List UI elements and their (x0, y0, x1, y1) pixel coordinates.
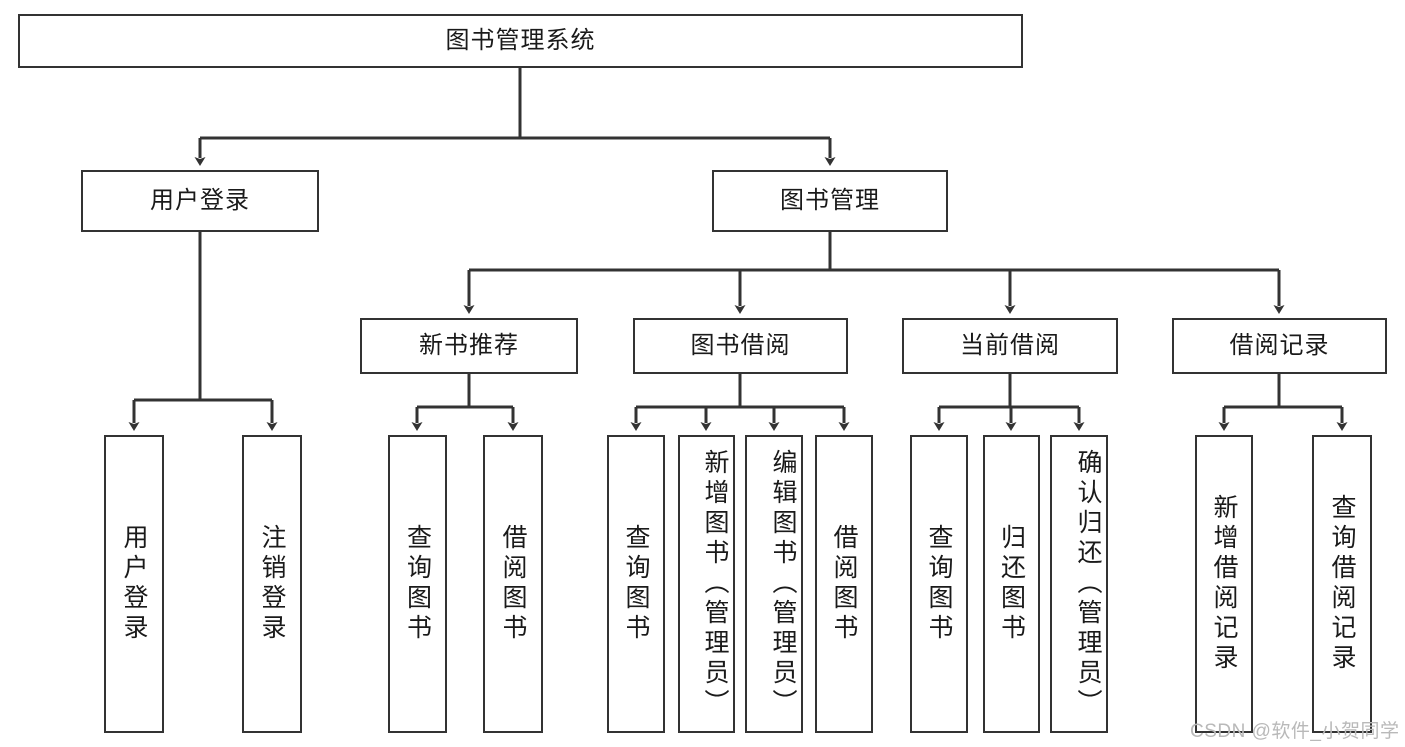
node-label: 查询图书 (403, 524, 432, 644)
node-user-login[interactable]: 用户登录 (81, 170, 319, 232)
node-leaf-query-book-3[interactable]: 查询图书 (910, 435, 968, 733)
node-new-book-recommend[interactable]: 新书推荐 (360, 318, 578, 374)
node-leaf-add-borrow-record[interactable]: 新增借阅记录 (1195, 435, 1253, 733)
node-leaf-user-login[interactable]: 用户登录 (104, 435, 164, 733)
node-label: 新增借阅记录 (1210, 494, 1238, 674)
node-label: 新增图书（管理员） (701, 449, 729, 719)
node-leaf-add-book-admin[interactable]: 新增图书（管理员） (678, 435, 735, 733)
node-label: 借阅图书 (499, 524, 527, 644)
node-leaf-query-book-1[interactable]: 查询图书 (388, 435, 447, 733)
node-book-management[interactable]: 图书管理 (712, 170, 948, 232)
node-leaf-return-book[interactable]: 归还图书 (983, 435, 1040, 733)
node-root-system[interactable]: 图书管理系统 (18, 14, 1023, 68)
node-label: 用户登录 (120, 524, 148, 644)
node-label: 归还图书 (997, 524, 1026, 644)
node-label: 查询图书 (622, 524, 650, 644)
node-book-borrow[interactable]: 图书借阅 (633, 318, 848, 374)
node-leaf-logout[interactable]: 注销登录 (242, 435, 302, 733)
node-leaf-query-book-2[interactable]: 查询图书 (607, 435, 665, 733)
node-label: 查询借阅记录 (1328, 494, 1356, 674)
node-label: 借阅图书 (830, 524, 858, 644)
node-leaf-query-borrow-record[interactable]: 查询借阅记录 (1312, 435, 1372, 733)
node-borrow-records[interactable]: 借阅记录 (1172, 318, 1387, 374)
node-label: 注销登录 (258, 524, 286, 644)
node-leaf-borrow-book-1[interactable]: 借阅图书 (483, 435, 543, 733)
node-leaf-confirm-return-admin[interactable]: 确认归还（管理员） (1050, 435, 1108, 733)
node-leaf-borrow-book-2[interactable]: 借阅图书 (815, 435, 873, 733)
node-label: 确认归还（管理员） (1074, 449, 1102, 719)
node-label: 编辑图书（管理员） (769, 449, 797, 719)
node-leaf-edit-book-admin[interactable]: 编辑图书（管理员） (745, 435, 803, 733)
node-current-borrow[interactable]: 当前借阅 (902, 318, 1118, 374)
node-label: 查询图书 (925, 524, 953, 644)
csdn-watermark: CSDN @软件_小贺同学 (1190, 721, 1400, 742)
